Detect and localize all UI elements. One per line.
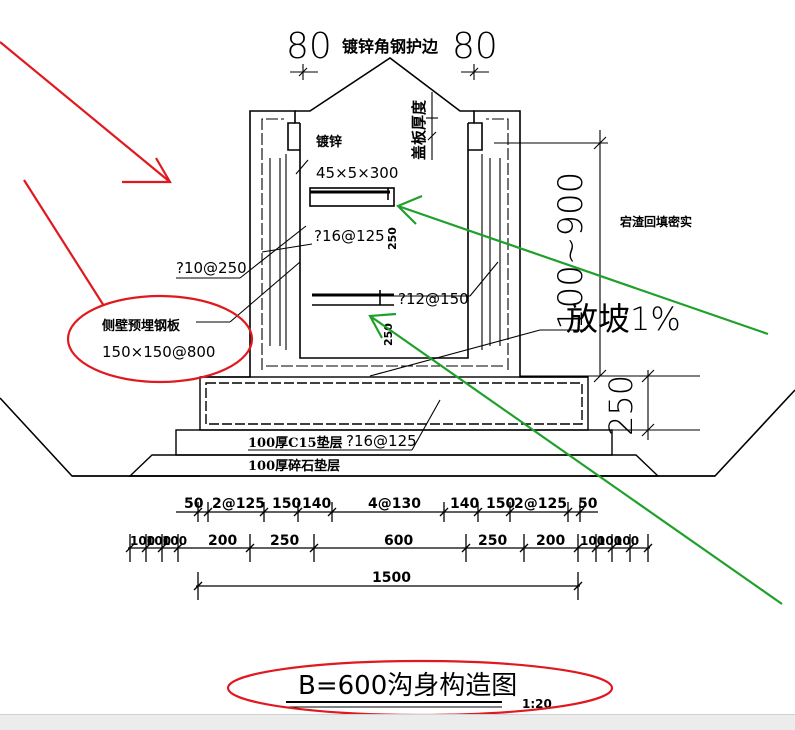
dimension-slash — [625, 543, 635, 553]
dimension-slash — [573, 581, 583, 591]
dimension-value: 150 — [486, 496, 515, 512]
status-bar — [0, 714, 795, 730]
green-arrow-lower — [369, 315, 783, 605]
label-gravel: 100厚碎石垫层 — [248, 458, 340, 474]
dimension-slash — [473, 507, 483, 517]
dimension-slash — [327, 507, 337, 517]
top-dimensions — [290, 64, 489, 160]
right-dimensions — [494, 130, 700, 440]
drawing-title: B=600沟身构造图 — [298, 671, 517, 701]
dimension-slash — [505, 507, 515, 517]
dimension-value: 50 — [184, 496, 204, 512]
dimension-slash — [193, 507, 203, 517]
angle-steel — [309, 187, 395, 207]
label-rebar-12: ?12@150 — [398, 290, 469, 308]
dimension-slash — [203, 507, 213, 517]
label-angle-steel: 45×5×300 — [316, 164, 398, 182]
dimension-value: 100 — [130, 534, 155, 548]
dimension-value: 2@125 — [514, 496, 567, 512]
label-250-upper: 250 — [386, 227, 399, 250]
label-250-right: 250 — [602, 375, 640, 436]
dimension-value: 4@130 — [368, 496, 421, 512]
dimension-slash — [643, 543, 653, 553]
dimension-slash — [157, 543, 167, 553]
dimension-ticks — [125, 502, 653, 600]
dimension-slash — [193, 581, 203, 591]
green-arrow-upper — [397, 204, 769, 336]
dimension-slash — [125, 543, 135, 553]
dimension-slash — [309, 543, 319, 553]
dimension-value: 140 — [450, 496, 479, 512]
dim-total: 1500 — [372, 570, 411, 586]
label-galv-angle-edge: 镀锌角钢护边 — [342, 37, 439, 56]
title-block: B=600沟身构造图 1:20 — [286, 671, 552, 711]
label-pad-size: 150×150@800 — [102, 343, 215, 361]
label-slope: 放坡1% — [566, 300, 681, 338]
dimension-slash — [439, 507, 449, 517]
leader-lines — [176, 159, 586, 451]
label-c15: 100厚C15垫层 — [248, 435, 343, 451]
base-slab — [199, 376, 589, 431]
dimension-value: 200 — [208, 533, 237, 549]
dimension-value: 250 — [478, 533, 507, 549]
red-ellipse-pad — [66, 294, 254, 384]
dimension-value: 250 — [270, 533, 299, 549]
gravel-layer — [128, 454, 660, 477]
cover-roof — [295, 57, 474, 112]
dimension-slash — [563, 507, 573, 517]
green-arrow-upper-head — [396, 194, 423, 225]
dimension-value: 50 — [578, 496, 598, 512]
dimension-slash — [173, 543, 183, 553]
dimension-value: 100 — [614, 534, 639, 548]
dimension-slash — [575, 507, 585, 517]
label-galv: 镀锌 — [316, 134, 342, 150]
dimension-value: 100 — [580, 534, 605, 548]
dimension-slash — [245, 543, 255, 553]
dimension-value: 200 — [536, 533, 565, 549]
dimension-slash — [519, 543, 529, 553]
labels: 80 80 镀锌角钢护边 镀锌 盖板厚度 45×5×300 ?16@125 25… — [102, 26, 692, 474]
channel-body — [200, 110, 588, 378]
dimension-value: 600 — [384, 533, 413, 549]
dimension-slash — [259, 507, 269, 517]
dimension-slash — [141, 543, 151, 553]
red-arrow-top-head — [122, 157, 172, 184]
red-ellipse-title — [226, 659, 614, 714]
dimension-value: 140 — [302, 496, 331, 512]
dimension-value: 100 — [146, 534, 171, 548]
dimension-slash — [607, 543, 617, 553]
red-annotations — [0, 41, 614, 714]
red-arrow-top — [0, 41, 171, 183]
dimension-slash — [591, 543, 601, 553]
label-rebar-10: ?10@250 — [176, 259, 247, 277]
dimension-slash — [461, 543, 471, 553]
red-arrow-lower — [23, 179, 105, 307]
label-250-lower: 250 — [382, 323, 395, 346]
dimension-value: 100 — [162, 534, 187, 548]
dimension-value: 100 — [597, 534, 622, 548]
lower-ledge — [312, 290, 394, 306]
dimension-value: 150 — [272, 496, 301, 512]
green-arrow-lower-head — [368, 312, 397, 339]
green-annotations — [368, 194, 783, 605]
dim-80-left: 80 — [286, 26, 332, 67]
label-pad-title: 侧壁预埋钢板 — [102, 318, 181, 334]
dimension-slash — [293, 507, 303, 517]
dimension-slash — [573, 543, 583, 553]
label-cover-thickness: 盖板厚度 — [410, 99, 428, 160]
dim-80-right: 80 — [452, 26, 498, 67]
label-rebar-16: ?16@125 — [314, 227, 385, 245]
bottom-dimension-lines — [128, 511, 650, 587]
label-range: 100~900 — [551, 172, 591, 330]
label-backfill: 宕渣回填密实 — [620, 214, 692, 229]
dimension-value: 2@125 — [212, 496, 265, 512]
label-bottom-rebar: ?16@125 — [346, 432, 417, 450]
